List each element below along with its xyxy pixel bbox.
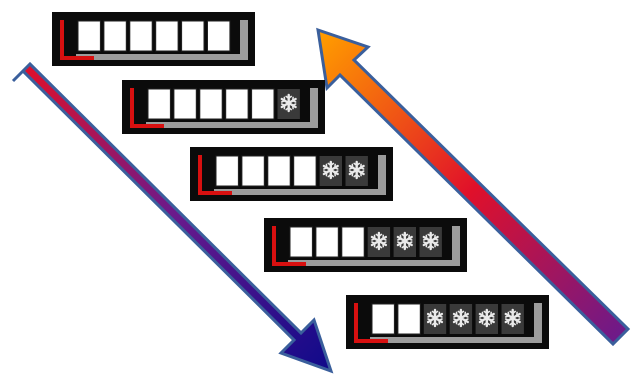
red-corner-bracket-icon: [198, 155, 232, 195]
empty-cell: [293, 155, 317, 187]
empty-cell: [103, 20, 127, 52]
empty-cell: [267, 155, 291, 187]
empty-cell: [251, 88, 275, 120]
ice-level-bar: [190, 147, 393, 201]
ice-level-bar: [52, 12, 255, 66]
empty-cell: [241, 155, 265, 187]
empty-cell: [129, 20, 153, 52]
empty-cell: [207, 20, 231, 52]
empty-cell: [215, 155, 239, 187]
red-corner-bracket-icon: [272, 226, 306, 266]
arrow-up-left: [316, 27, 631, 347]
empty-cell: [371, 303, 395, 335]
empty-cell: [77, 20, 101, 52]
empty-cell: [181, 20, 205, 52]
ice-level-bar: [346, 295, 549, 349]
empty-cell: [289, 226, 313, 258]
red-corner-bracket-icon: [60, 20, 94, 60]
red-corner-bracket-icon: [354, 303, 388, 343]
empty-cell: [199, 88, 223, 120]
empty-cell: [397, 303, 421, 335]
empty-cell: [155, 20, 179, 52]
empty-cell: [173, 88, 197, 120]
empty-cell: [225, 88, 249, 120]
arrow-down-right: [11, 61, 334, 374]
ice-level-bar: [122, 80, 325, 134]
empty-cell: [147, 88, 171, 120]
red-corner-bracket-icon: [130, 88, 164, 128]
ice-level-bar: [264, 218, 467, 272]
ice-level-bars: [52, 12, 549, 349]
empty-cell: [341, 226, 365, 258]
empty-cell: [315, 226, 339, 258]
